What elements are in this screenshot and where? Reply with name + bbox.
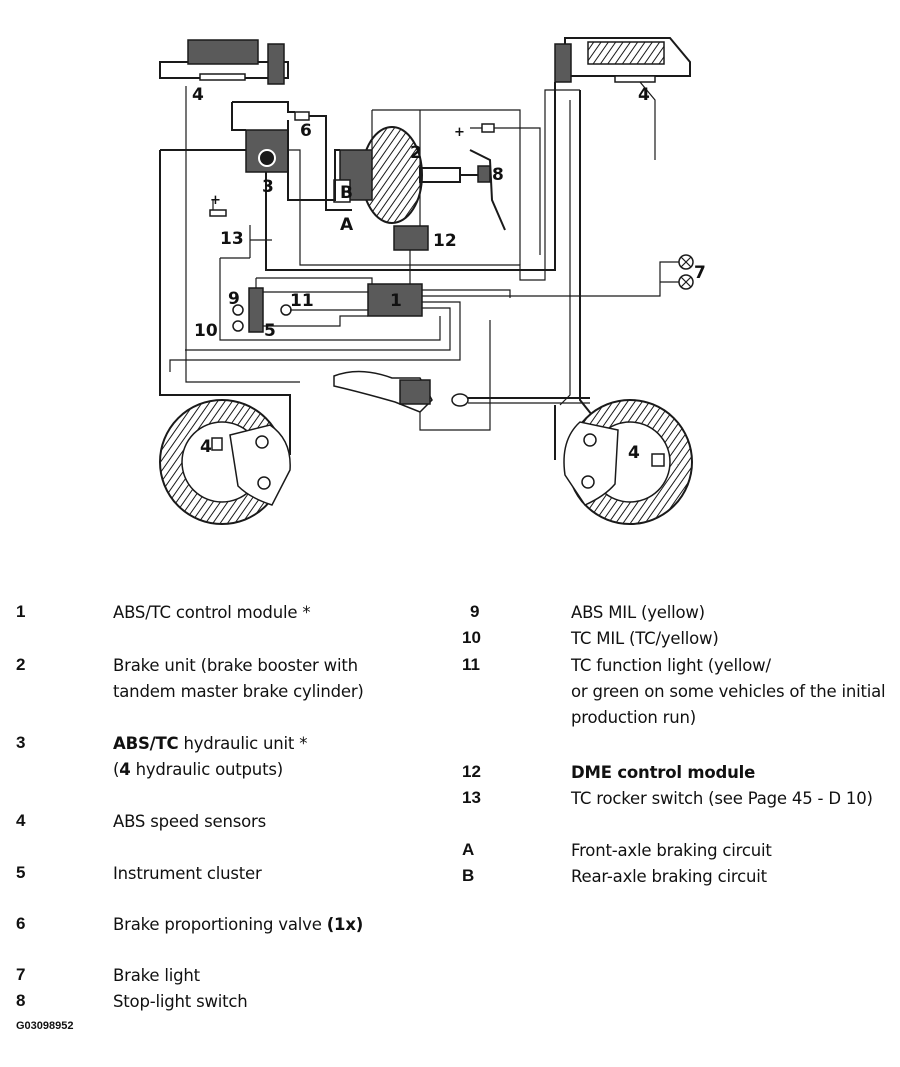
tc-rocker-switch bbox=[209, 200, 272, 258]
legend-text-3a-rest: hydraulic unit * bbox=[178, 734, 308, 753]
wiring bbox=[159, 81, 679, 460]
handbrake-lever bbox=[333, 370, 590, 413]
brake-booster bbox=[333, 126, 480, 224]
legend-text-3b-pre: ( bbox=[113, 760, 120, 779]
legend-text-9: ABS MIL (yellow) bbox=[571, 603, 705, 622]
legend-num-4: 4 bbox=[16, 811, 26, 830]
legend-text-6-bold: (1x) bbox=[326, 915, 364, 934]
legend-num-11: 11 bbox=[462, 655, 480, 674]
legend-text-12: DME control module bbox=[571, 763, 756, 782]
legend-text-3b: (4 hydraulic outputs) bbox=[113, 757, 283, 783]
legend-num-10: 10 bbox=[462, 628, 481, 647]
label-12: 12 bbox=[433, 231, 457, 251]
legend-num-5: 5 bbox=[16, 863, 26, 882]
legend-num-12: 12 bbox=[462, 762, 481, 781]
right-brake-disc bbox=[563, 399, 693, 525]
legend-text-11c: production run) bbox=[571, 708, 696, 727]
legend-text-A: Front-axle braking circuit bbox=[571, 841, 772, 860]
legend-num-7: 7 bbox=[16, 965, 26, 984]
label-plus-right: + bbox=[454, 125, 465, 140]
legend-text-4: ABS speed sensors bbox=[113, 812, 267, 831]
legend-text-10: TC MIL (TC/yellow) bbox=[571, 629, 719, 648]
legend-text-6-rest: Brake proportioning valve bbox=[113, 915, 327, 934]
legend-num-9: 9 bbox=[470, 602, 480, 621]
legend-text-5: Instrument cluster bbox=[113, 864, 262, 883]
label-plus-left: + bbox=[210, 193, 221, 208]
label-10: 10 bbox=[194, 321, 218, 341]
label-11: 11 bbox=[290, 291, 314, 311]
legend-num-2: 2 bbox=[16, 655, 26, 674]
legend-text-2a: Brake unit (brake booster with bbox=[113, 656, 358, 675]
front-left-sensor-bracket bbox=[159, 39, 289, 85]
label-7: 7 bbox=[694, 263, 706, 283]
label-4-left-disc: 4 bbox=[200, 437, 212, 457]
legend-num-3: 3 bbox=[16, 733, 26, 752]
label-6: 6 bbox=[300, 121, 312, 141]
legend-num-B: B bbox=[462, 866, 475, 885]
image-code: G03098952 bbox=[16, 1020, 74, 1032]
brake-pedal bbox=[469, 123, 506, 231]
legend-text-B: Rear-axle braking circuit bbox=[571, 867, 767, 886]
label-9: 9 bbox=[228, 289, 240, 309]
front-right-sensor-bracket bbox=[554, 37, 691, 83]
legend-text-8: Stop-light switch bbox=[113, 992, 248, 1011]
label-13: 13 bbox=[220, 229, 244, 249]
legend-num-6: 6 bbox=[16, 914, 26, 933]
legend-text-1: ABS/TC control module * bbox=[113, 603, 311, 622]
legend-text-6: Brake proportioning valve (1x) bbox=[113, 912, 363, 938]
label-4-top-right: 4 bbox=[638, 85, 650, 105]
legend-text-7: Brake light bbox=[113, 966, 200, 985]
legend-text-13: TC rocker switch (see Page 45 - D 10) bbox=[571, 789, 873, 808]
instrument-cluster bbox=[248, 287, 264, 333]
label-4-right-disc: 4 bbox=[628, 443, 640, 463]
label-5: 5 bbox=[264, 321, 276, 341]
legend-text-2b: tandem master brake cylinder) bbox=[113, 682, 364, 701]
label-A: A bbox=[340, 215, 354, 235]
proportioning-valve bbox=[294, 111, 310, 121]
label-3: 3 bbox=[262, 177, 274, 197]
legend-text-3a: ABS/TC hydraulic unit * bbox=[113, 731, 307, 757]
left-brake-disc bbox=[159, 399, 291, 525]
label-B: B bbox=[340, 183, 353, 203]
abs-tc-control-module bbox=[367, 283, 423, 317]
label-1: 1 bbox=[390, 291, 402, 311]
label-4-top-left: 4 bbox=[192, 85, 204, 105]
legend-num-13: 13 bbox=[462, 788, 481, 807]
dme-control-module bbox=[393, 225, 429, 251]
legend-text-3b-rest: hydraulic outputs) bbox=[130, 760, 284, 779]
legend-num-1: 1 bbox=[16, 602, 26, 621]
legend-num-A: A bbox=[462, 840, 475, 859]
legend-num-8: 8 bbox=[16, 991, 26, 1010]
legend-text-3b-bold: 4 bbox=[119, 760, 131, 779]
legend-text-11b: or green on some vehicles of the initial bbox=[571, 682, 886, 701]
label-8: 8 bbox=[492, 165, 504, 185]
legend-text-3a-bold: ABS/TC bbox=[113, 734, 179, 753]
label-2: 2 bbox=[410, 143, 422, 163]
legend-text-11a: TC function light (yellow/ bbox=[571, 656, 771, 675]
abs-tc-system-diagram: 4 4 6 2 3 8 B A 12 13 7 9 11 1 10 5 4 4 … bbox=[159, 37, 706, 525]
